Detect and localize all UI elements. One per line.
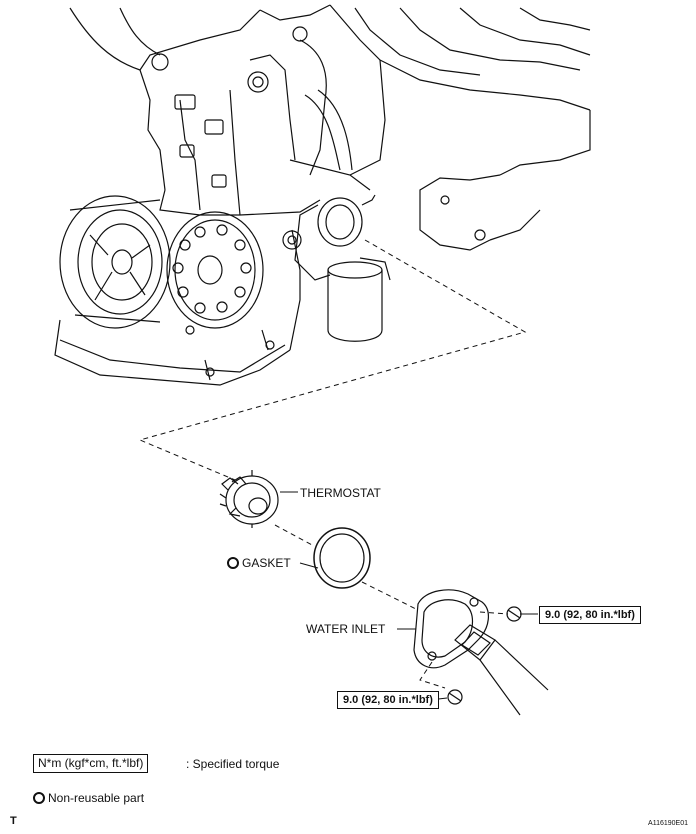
engine-block — [69, 4, 591, 342]
footer-figure-code: A116190E01 — [648, 820, 688, 827]
torque-box-lower: 9.0 (92, 80 in.*lbf) — [337, 691, 439, 709]
non-reusable-legend-icon — [33, 792, 45, 804]
water-pump-pulley — [166, 211, 264, 329]
bolt-upper — [506, 606, 522, 622]
torque-box-upper: 9.0 (92, 80 in.*lbf) — [539, 606, 641, 624]
non-reusable-mark-icon — [227, 557, 239, 569]
label-water-inlet: WATER INLET — [306, 622, 386, 636]
label-gasket: GASKET — [227, 556, 291, 570]
legend-torque-unit: N*m (kgf*cm, ft.*lbf) — [33, 754, 149, 773]
footer-left-code: T — [10, 815, 17, 827]
crank-pulley — [59, 195, 171, 329]
thermostat-part — [219, 470, 279, 528]
legend-torque-desc: : Specified torque — [186, 757, 280, 771]
label-thermostat: THERMOSTAT — [300, 486, 381, 500]
water-inlet-part — [413, 589, 549, 716]
legend-non-reusable-text: Non-reusable part — [48, 791, 145, 805]
label-gasket-text: GASKET — [242, 556, 291, 570]
bolt-lower — [447, 689, 463, 705]
legend-non-reusable: Non-reusable part — [33, 791, 144, 805]
gasket-part — [313, 527, 371, 589]
timing-cover — [54, 229, 302, 386]
leader-lines — [280, 491, 538, 701]
assembly-lines — [138, 239, 527, 689]
